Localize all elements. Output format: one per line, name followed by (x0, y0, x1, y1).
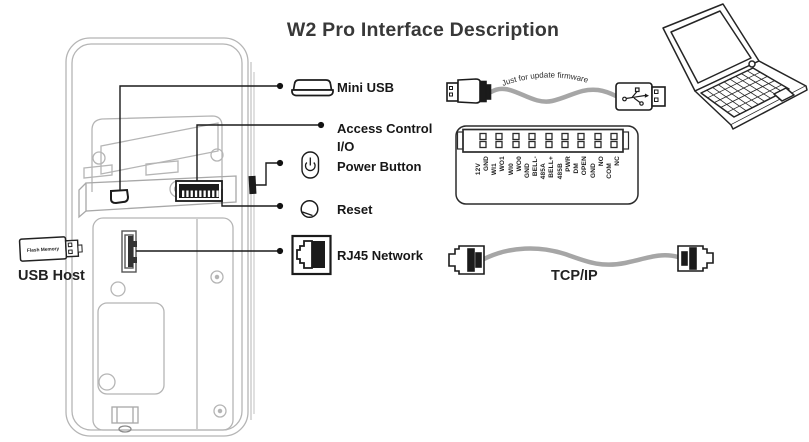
keyboard-grid (706, 70, 784, 115)
rj45-icon (291, 234, 332, 276)
pin-label-top: PWR (565, 156, 572, 172)
pin-label-bottom: 485B (556, 163, 564, 180)
pin-label-bottom: COM (605, 163, 613, 179)
flash-drive-label: Flash Memory (27, 246, 60, 254)
port-ledge (85, 175, 237, 212)
callout-reset: Reset (337, 202, 373, 217)
mini-usb-icon (291, 79, 334, 97)
pin-label-top: GND (483, 156, 490, 172)
pin-label-bottom: WI0 (507, 163, 515, 176)
tcpip-label: TCP/IP (551, 268, 598, 284)
callout-dots (276, 82, 325, 255)
terminal-pin-column: OPEN DM (572, 156, 590, 208)
rj45-plug-right (677, 245, 714, 272)
pin-label-top: WO1 (499, 156, 506, 172)
callout-access-control: Access Control I/O (337, 121, 433, 154)
pin-label-bottom: DM (572, 163, 580, 174)
pin-label-bottom: 12V (474, 163, 482, 176)
pin-label-top: WO0 (516, 156, 523, 172)
usb-cable-wire (488, 86, 619, 104)
pin-label-top: BELL- (532, 156, 539, 177)
mount-plate (100, 122, 219, 175)
device-rj45-port (121, 230, 137, 273)
callout-rj45: RJ45 Network (337, 248, 423, 263)
pin-label-bottom: GND (523, 163, 531, 179)
pin-label-top: BELL+ (548, 156, 555, 178)
device-mini-usb-port (110, 188, 130, 205)
pin-label-bottom: WI1 (490, 163, 498, 176)
power-button-icon (301, 151, 320, 179)
screw-hole-right (210, 148, 224, 162)
mini-usb-plug (446, 78, 492, 104)
battery-panel (97, 302, 165, 395)
laptop-keyboard (700, 67, 790, 118)
usb-a-plug (615, 82, 666, 111)
device-ports (110, 175, 257, 205)
laptop-drawing (662, 3, 808, 130)
callout-lines (119, 85, 318, 252)
tcpip-cable (448, 245, 714, 275)
device-back-drawing (65, 37, 255, 437)
terminal-block (455, 125, 639, 205)
laptop-touchpad (773, 87, 795, 102)
rj45-plug-left (448, 245, 485, 275)
pin-label-bottom: GND (589, 163, 597, 179)
device-outer-shell (65, 37, 249, 437)
page-title: W2 Pro Interface Description (286, 19, 560, 41)
upper-recess (91, 115, 223, 192)
flash-drive-drawing: Flash Memory (18, 236, 83, 262)
terminal-pin-column: WO1 WI1 (490, 156, 508, 208)
usb-update-cable: Just for update firmware (446, 70, 666, 111)
terminal-pins (479, 132, 618, 149)
usb-cable-note-text: Just for update firmware (501, 70, 590, 87)
callout-power-button: Power Button (337, 159, 422, 174)
callout-mini-usb: Mini USB (337, 80, 395, 95)
device-power-button-tab (248, 175, 257, 195)
terminal-pin-column: BELL+ 485A (539, 156, 557, 208)
pin-label-top: OPEN (581, 156, 588, 176)
pin-label-bottom: 485A (539, 163, 547, 180)
lower-panel (92, 217, 234, 431)
pin-label-top: NO (598, 156, 605, 167)
pin-label-top: NC (614, 156, 621, 166)
screw-hole-left (92, 151, 106, 165)
usb-trident-icon (622, 87, 649, 106)
ethernet-wire (481, 246, 681, 267)
reset-icon (300, 199, 319, 219)
terminal-pin-column: NC COM (605, 156, 623, 208)
usb-host-label: USB Host (18, 268, 85, 284)
